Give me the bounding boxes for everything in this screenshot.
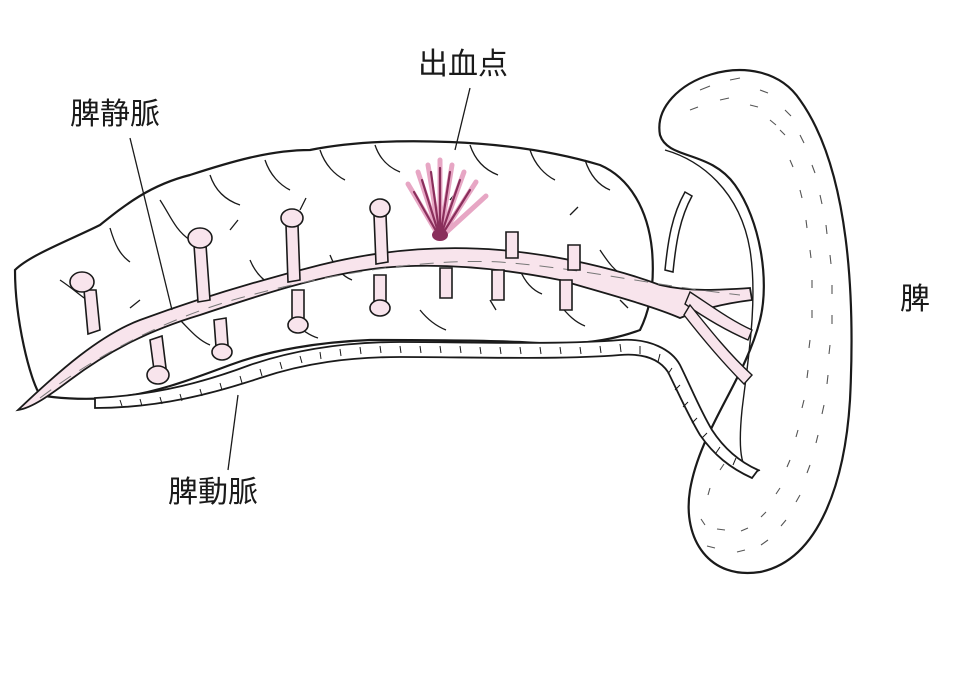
- tributary-6: [567, 244, 581, 271]
- label-splenic-vein: 脾静脈: [70, 97, 160, 132]
- splenic-vein: [15, 198, 754, 412]
- tributary-3: [285, 224, 301, 283]
- tributary-1: [83, 289, 101, 336]
- tributary-2-knob: [187, 227, 213, 249]
- tributary-9-knob: [287, 316, 309, 334]
- splenic-vein-trunk: [15, 247, 754, 412]
- spleen-texture: [689, 77, 833, 553]
- tributary-8: [213, 317, 229, 348]
- bleed-focus: [432, 229, 448, 241]
- splenic-artery: [94, 190, 760, 480]
- tributary-10-knob: [369, 299, 391, 317]
- vein-tributaries: [69, 198, 581, 385]
- tributary-12: [491, 269, 505, 301]
- tributary-4-knob: [369, 198, 391, 218]
- spleen-outline: [658, 69, 853, 575]
- tributary-4: [373, 214, 389, 265]
- leader-bleeding-point: [454, 87, 471, 151]
- label-spleen: 脾: [900, 282, 930, 317]
- tributary-7-knob: [146, 365, 170, 385]
- bleed-rays-dark: [412, 166, 472, 240]
- tributary-11: [439, 267, 453, 299]
- tributary-3-knob: [280, 208, 304, 228]
- tributary-8-knob: [211, 343, 233, 361]
- tributary-1-knob: [69, 271, 95, 293]
- spleen: [658, 69, 853, 575]
- splenic-vein-centerline: [39, 260, 741, 399]
- tributary-13: [559, 279, 573, 311]
- splenic-artery-body: [94, 338, 760, 480]
- splenic-artery-coil: [119, 343, 737, 466]
- label-bleeding-point: 出血点: [418, 47, 508, 82]
- tributary-5: [505, 231, 519, 259]
- splenic-vein-branch-1: [684, 290, 753, 341]
- leader-splenic-vein: [129, 137, 173, 311]
- bleeding-point: [405, 157, 489, 241]
- splenic-artery-upper-branch: [664, 190, 694, 273]
- label-splenic-artery: 脾動脈: [168, 475, 258, 510]
- tributary-9: [291, 289, 305, 321]
- splenic-vein-branch-2: [683, 303, 753, 386]
- spleen-hilum-line: [664, 149, 761, 473]
- leader-lines: [129, 87, 471, 471]
- leader-splenic-artery: [227, 394, 239, 471]
